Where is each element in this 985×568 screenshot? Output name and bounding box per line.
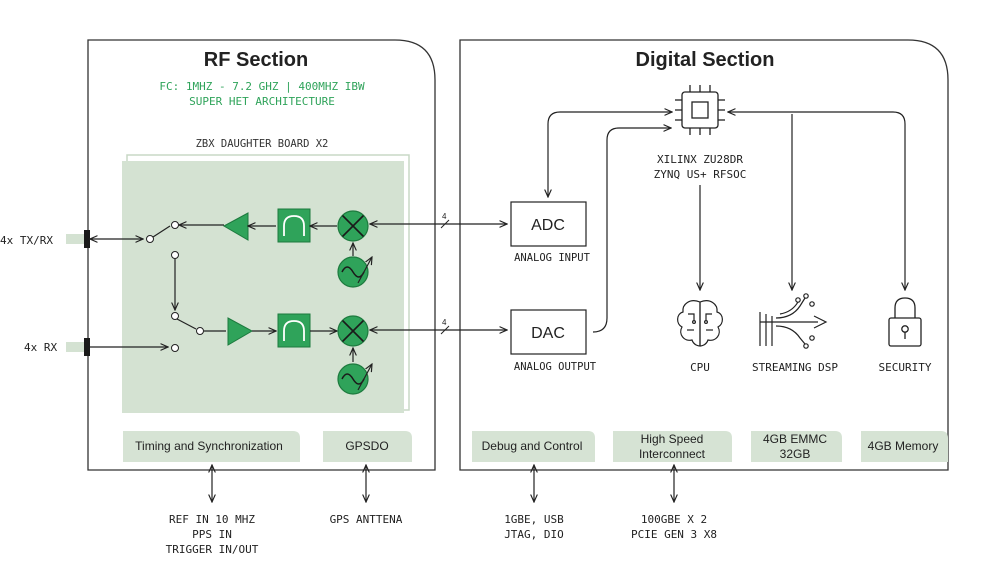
switch-node: [171, 344, 179, 352]
switch-node: [171, 312, 179, 320]
switch-arm-top: [152, 225, 171, 238]
rf-subtitle-line1: FC: 1MHZ - 7.2 GHZ | 400MHZ IBW: [159, 80, 365, 93]
tab-emmc-line2: 32GB: [780, 447, 811, 461]
port-label-rx: 4x RX: [24, 341, 57, 354]
rf-subtitle-line2: SUPER HET ARCHITECTURE: [189, 95, 335, 108]
timing-io-line2: PPS IN: [192, 528, 232, 541]
dac-block: [510, 309, 587, 355]
tab-memory: [861, 431, 948, 462]
debug-io-line1: 1GBE, USB: [504, 513, 564, 526]
timing-io-line1: REF IN 10 MHZ: [169, 513, 255, 526]
tab-emmc: [751, 431, 842, 462]
tab-memory-label: 4GB Memory: [868, 439, 939, 453]
port-label-txrx: 4x TX/RX: [0, 234, 53, 247]
switch-node: [146, 235, 154, 243]
tab-interconnect: [613, 431, 732, 462]
tab-gpsdo-label: GPSDO: [345, 439, 388, 453]
rf-section-title: RF Section: [204, 49, 308, 71]
tab-interconnect-line2: Interconnect: [639, 447, 706, 461]
switch-node: [196, 327, 204, 335]
streaming-dsp-icon: [759, 293, 828, 349]
rx-filter-icon: [277, 313, 311, 348]
adc-label: ADC: [531, 217, 565, 234]
bus-width-top: 4: [442, 212, 447, 221]
fpga-to-adc-line: [548, 112, 672, 197]
security-lock-icon: [888, 297, 922, 347]
switch-node: [171, 221, 179, 229]
port-connector-txrx: [84, 230, 90, 248]
interconnect-io-line2: PCIE GEN 3 X8: [631, 528, 717, 541]
gps-antenna-label: GPS ANTTENA: [330, 513, 403, 526]
timing-io-line3: TRIGGER IN/OUT: [166, 543, 259, 556]
cpu-label: CPU: [690, 361, 710, 374]
dac-to-fpga-line: [592, 128, 671, 333]
digital-section-frame: [459, 39, 949, 471]
digital-section-title: Digital Section: [636, 49, 775, 71]
tab-debug-control-label: Debug and Control: [482, 439, 583, 453]
dsp-label: STREAMING DSP: [752, 361, 838, 374]
tab-emmc-line1: 4GB EMMC: [763, 432, 827, 446]
fpga-label-line2: ZYNQ US+ RFSOC: [654, 168, 747, 181]
fpga-to-security-line: [728, 112, 905, 290]
port-stub-txrx: [66, 234, 84, 244]
port-stub-rx: [66, 342, 84, 352]
rf-section-frame: [87, 39, 436, 471]
bus-width-bottom: 4: [442, 318, 447, 327]
fpga-chip-icon: [675, 85, 725, 135]
fpga-label-line1: XILINX ZU28DR: [657, 153, 743, 166]
tab-timing-sync-label: Timing and Synchronization: [135, 439, 283, 453]
dac-caption: ANALOG OUTPUT: [514, 361, 597, 373]
adc-block: [510, 201, 587, 247]
debug-io-line2: JTAG, DIO: [504, 528, 564, 541]
tab-gpsdo: [323, 431, 412, 462]
adc-caption: ANALOG INPUT: [514, 252, 591, 264]
port-connector-rx: [84, 338, 90, 356]
tab-timing-sync: [123, 431, 300, 462]
cpu-brain-icon: [677, 300, 723, 347]
board-label: ZBX DAUGHTER BOARD X2: [196, 138, 329, 150]
switch-node: [171, 251, 179, 259]
interconnect-io-line1: 100GBE X 2: [641, 513, 707, 526]
tab-debug-control: [472, 431, 595, 462]
dac-label: DAC: [531, 325, 565, 342]
security-label: SECURITY: [879, 361, 932, 374]
tab-interconnect-line1: High Speed: [641, 432, 704, 446]
rx-amplifier-icon: [227, 317, 254, 346]
tx-filter-icon: [277, 208, 311, 243]
switch-arm-bottom: [176, 318, 197, 330]
